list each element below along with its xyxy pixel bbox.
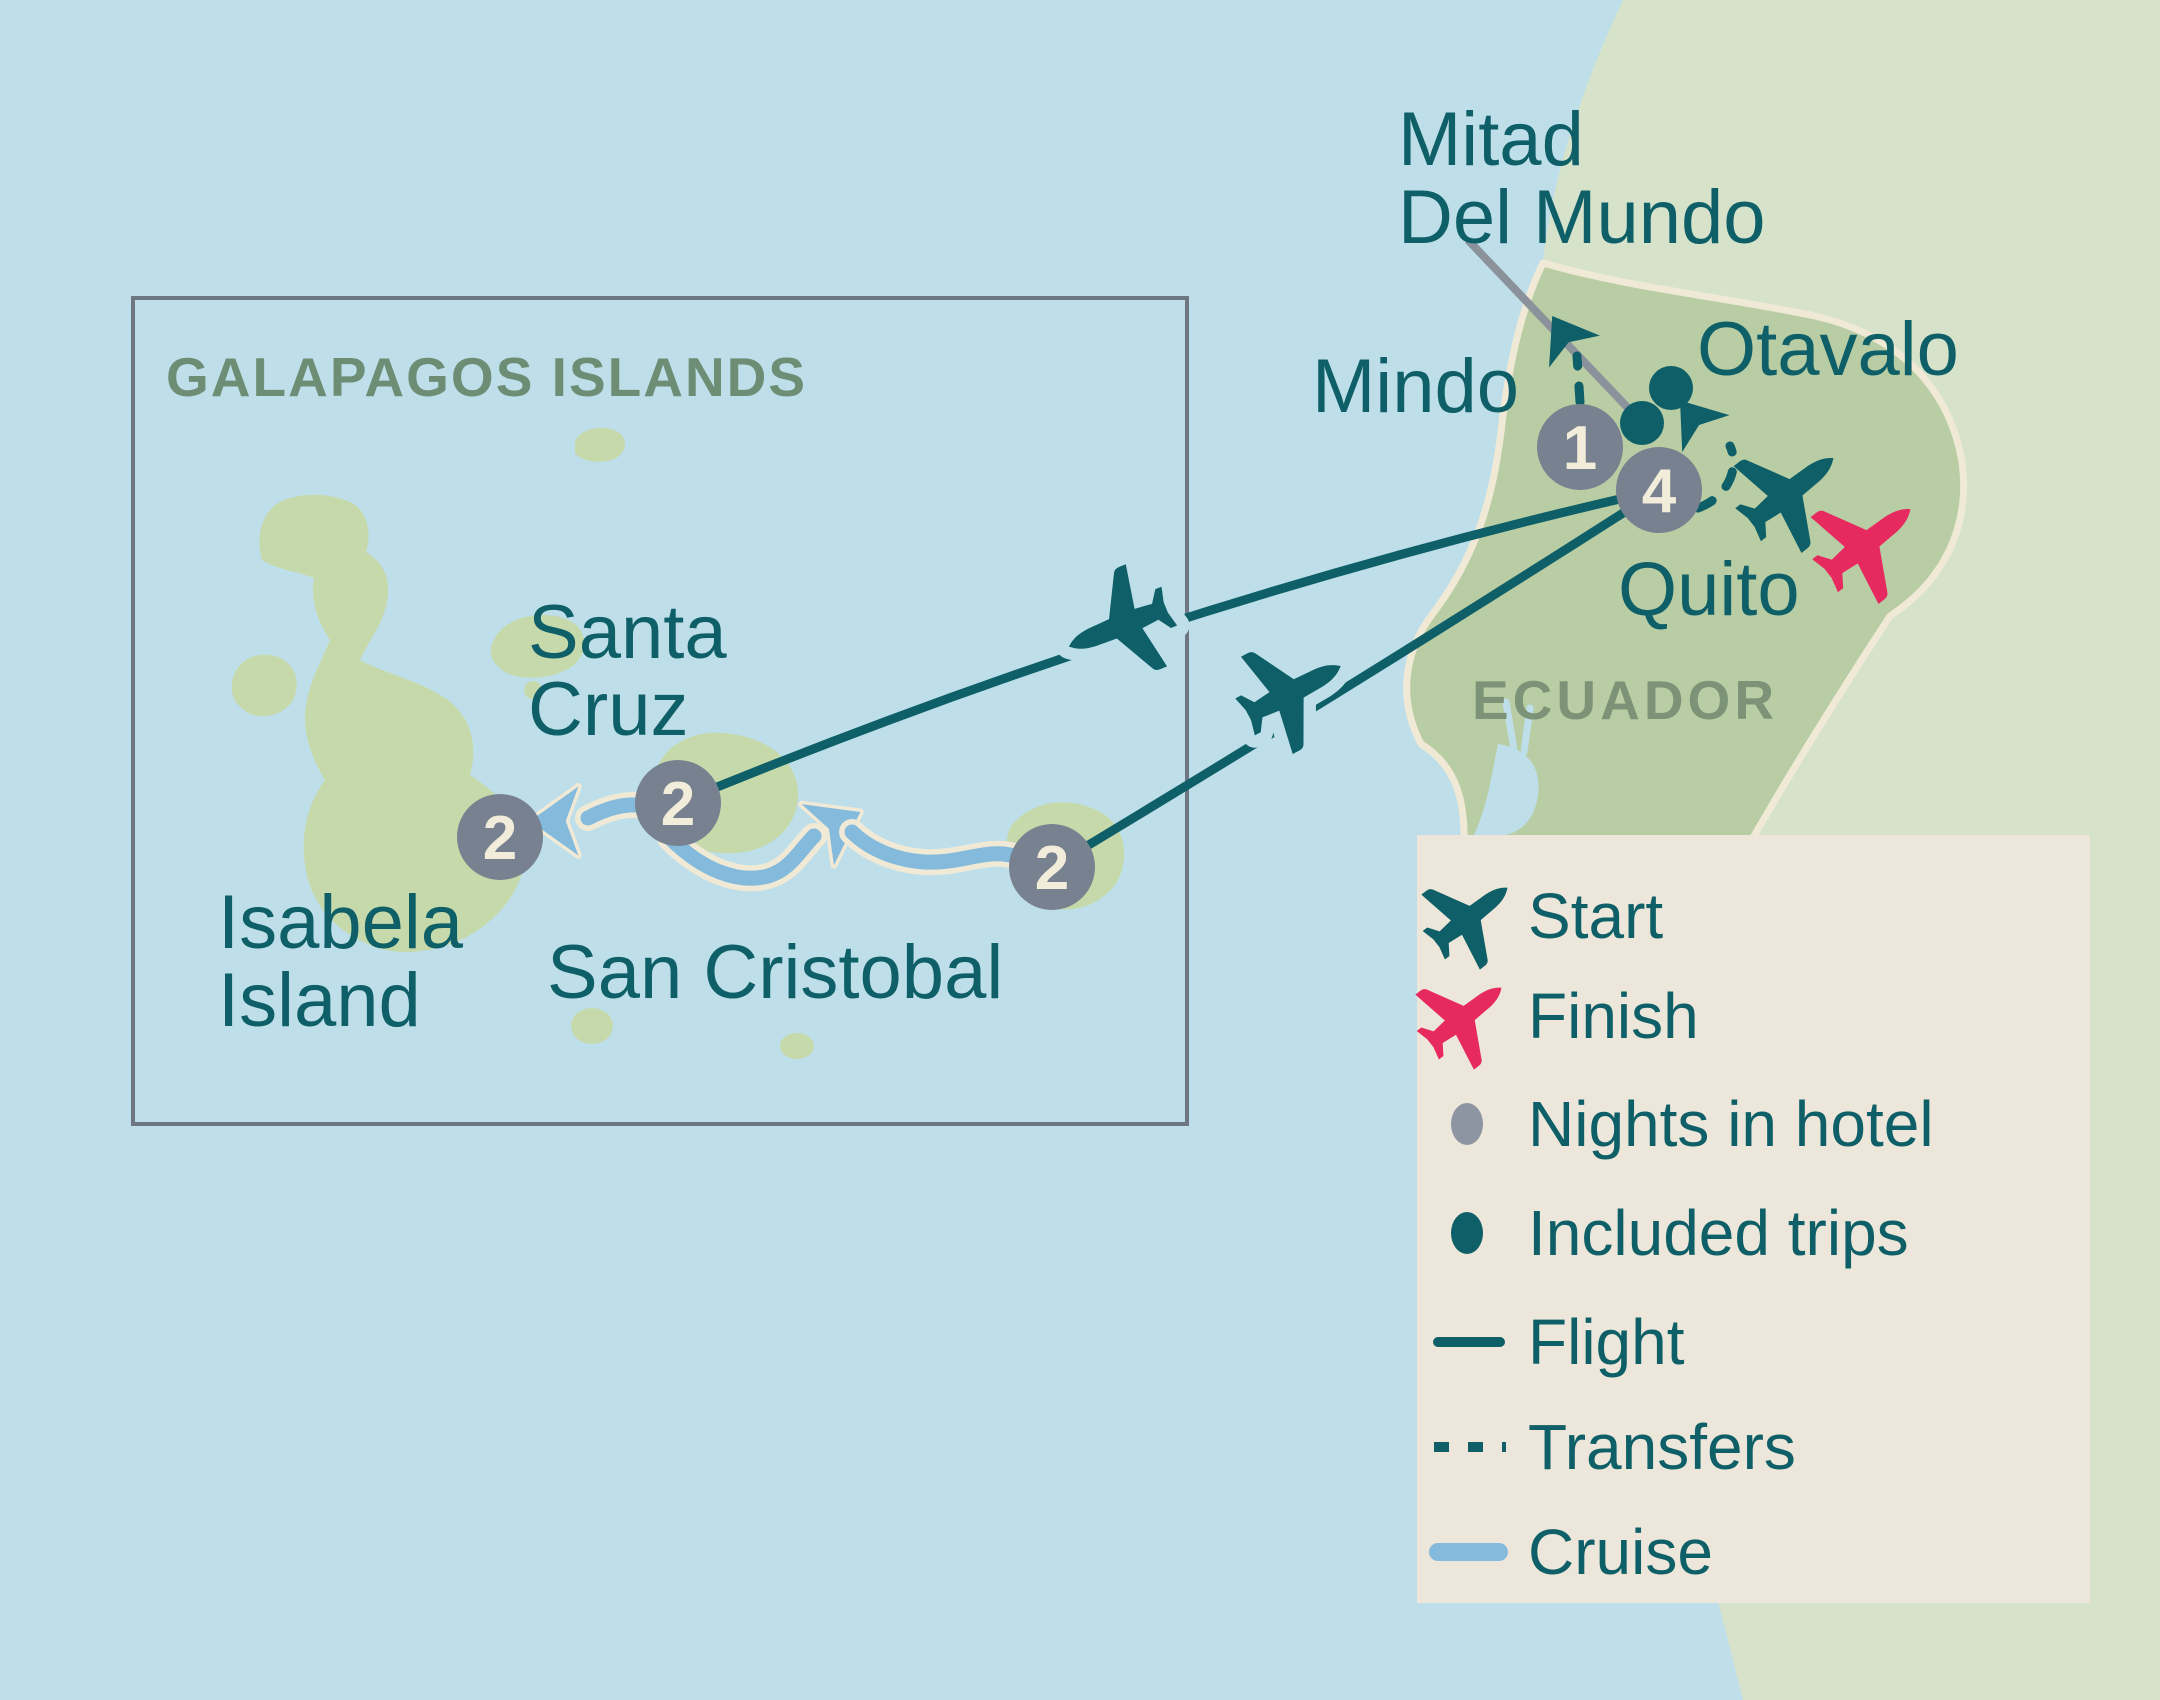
flight-line-san-cristobal-quito <box>1047 485 1664 872</box>
trip-dot-mitad-del-mundo <box>1620 401 1664 445</box>
label-isabela-line1: Isabela <box>218 880 464 965</box>
north-islet-shape <box>575 427 625 462</box>
legend-nights-dot-icon <box>1451 1103 1483 1145</box>
nights-circle-santa-cruz <box>635 760 721 846</box>
fernandina-island-shape <box>231 654 297 717</box>
nights-circle-san-cristobal <box>1009 824 1095 910</box>
galapagos-inset-box <box>131 296 1189 1126</box>
label-mitad-del-mundo-line2: Del Mundo <box>1398 175 1766 260</box>
espanola-island-shape <box>780 1033 814 1059</box>
trip-dot-otavalo <box>1649 366 1693 410</box>
transfer-dash-otavalo <box>1693 441 1738 513</box>
santiago-island-shape <box>490 614 585 678</box>
label-mitad-del-mundo-line1: Mitad <box>1398 97 1584 182</box>
label-santa-cruz-line2: Cruz <box>528 667 688 752</box>
legend-cruise-label: Cruise <box>1528 1516 1713 1588</box>
label-isabela-line2: Island <box>218 958 421 1043</box>
legend-transfers-label: Transfers <box>1528 1411 1796 1483</box>
nights-count-mindo: 1 <box>1563 414 1597 483</box>
floreana-island-shape <box>571 1008 613 1044</box>
legend-nights-label: Nights in hotel <box>1528 1088 1934 1160</box>
nights-count-santa-cruz: 2 <box>661 770 695 839</box>
cruise-route-santa-cruz-to-san-cristobal <box>657 782 1027 892</box>
transfer-dash-mindo <box>1572 351 1585 407</box>
inset-title: GALAPAGOS ISLANDS <box>166 346 807 408</box>
nights-count-san-cristobal: 2 <box>1035 834 1069 903</box>
legend-start-label: Start <box>1528 880 1663 952</box>
legend: Start Finish Nights in hotel Included tr… <box>1398 835 2090 1603</box>
label-quito: Quito <box>1618 547 1800 632</box>
legend-panel <box>1417 835 2090 1603</box>
river <box>1502 698 1518 754</box>
mitad-del-mundo-leader-line <box>1465 237 1631 411</box>
legend-finish-label: Finish <box>1528 980 1699 1052</box>
label-mindo: Mindo <box>1312 344 1519 429</box>
nights-circle-mindo <box>1537 404 1623 490</box>
rabida-islet-shape <box>524 681 542 699</box>
label-otavalo: Otavalo <box>1697 307 1959 392</box>
country-label: ECUADOR <box>1472 669 1778 731</box>
nights-count-quito: 4 <box>1642 457 1677 526</box>
nights-circle-isabela <box>457 794 543 880</box>
legend-trips-dot-icon <box>1451 1212 1483 1254</box>
label-san-cristobal: San Cristobal <box>547 930 1003 1015</box>
river-branch <box>1520 704 1534 756</box>
nights-circle-quito <box>1616 447 1702 533</box>
label-santa-cruz-line1: Santa <box>528 590 727 675</box>
legend-flight-label: Flight <box>1528 1306 1685 1378</box>
estuary-inlet <box>1474 744 1539 835</box>
nights-count-isabela: 2 <box>483 804 517 873</box>
legend-trips-label: Included trips <box>1528 1197 1909 1269</box>
